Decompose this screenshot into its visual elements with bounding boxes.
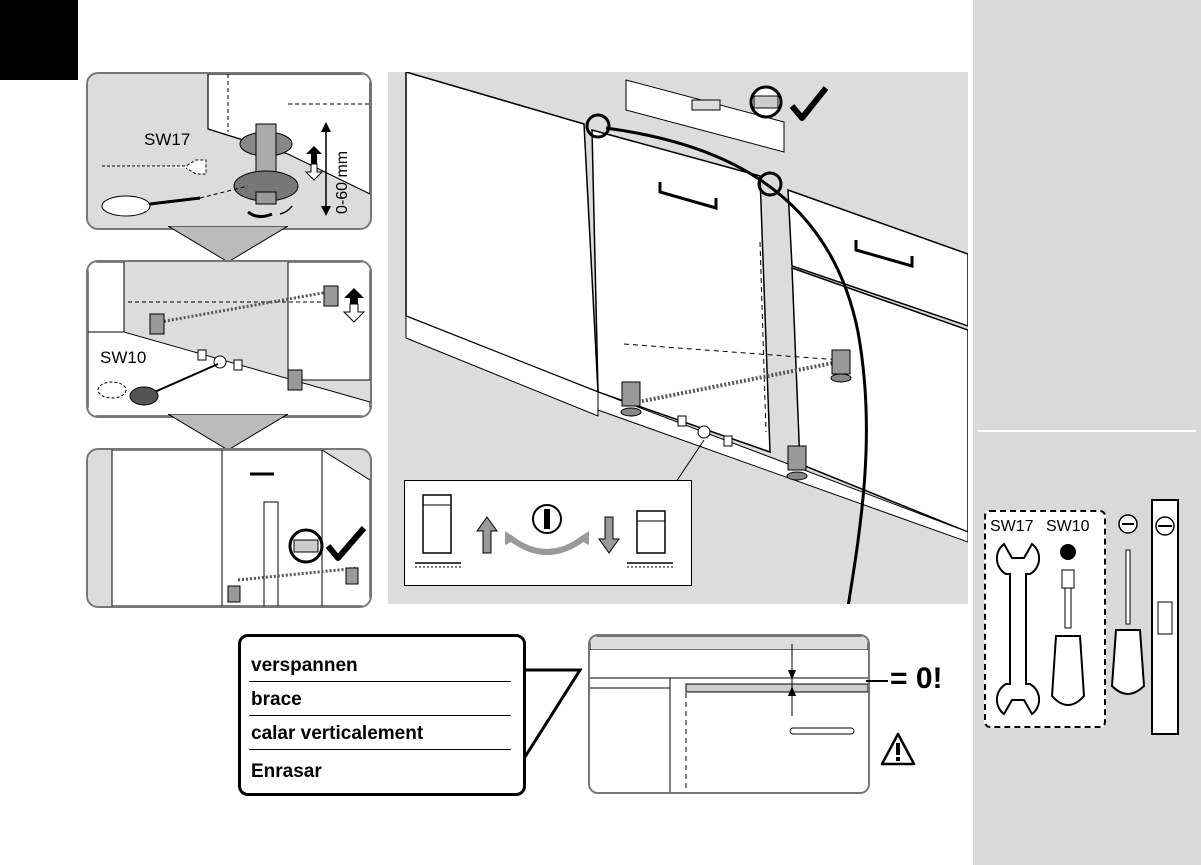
corner-tab (0, 0, 78, 80)
term-english: brace (251, 689, 302, 711)
check-icon (324, 524, 368, 564)
arrow-down-icon (599, 517, 619, 553)
arrow-up-icon (477, 517, 497, 553)
step3-level-check-panel (86, 448, 372, 608)
height-range-label: 0-60 mm (334, 151, 352, 214)
tool-sw17-label: SW17 (990, 518, 1034, 536)
warning-icon (880, 732, 916, 766)
adjust-direction-drawing (405, 481, 691, 585)
term-divider (249, 681, 511, 682)
step-arrow-1 (168, 226, 288, 262)
wrench-size-label-sw10: SW10 (100, 348, 146, 368)
foot-adjust-drawing (88, 74, 370, 228)
main-installation-illustration (388, 72, 968, 604)
term-divider (249, 715, 511, 716)
step2-rear-foot-panel: SW10 (86, 260, 372, 418)
callout-pointer (518, 664, 590, 774)
term-german: verspannen (251, 655, 358, 677)
gap-leader-line (866, 676, 888, 686)
adjust-direction-legend (404, 480, 692, 586)
term-divider (249, 749, 511, 750)
flat-screwdriver-icon (1110, 510, 1146, 700)
rear-foot-drawing (88, 262, 370, 416)
socket-screwdriver-icon (1048, 542, 1092, 724)
open-wrench-icon (996, 540, 1040, 722)
wrench-size-label: SW17 (144, 130, 190, 150)
translation-callout: verspannen brace calar verticalement Enr… (238, 634, 526, 796)
check-icon-main (788, 84, 828, 124)
tool-sw10-label: SW10 (1046, 518, 1090, 536)
sidebar-divider (978, 430, 1196, 432)
gap-detail-drawing (590, 636, 868, 792)
rotate-icon (505, 505, 589, 552)
term-spanish: Enrasar (251, 761, 322, 783)
term-french: calar verticalement (251, 723, 423, 745)
step1-foot-adjust-panel: SW17 0-60 mm (86, 72, 372, 230)
gap-detail-panel (588, 634, 870, 794)
step-arrow-2 (168, 414, 288, 450)
spirit-level-icon (1150, 498, 1180, 736)
required-tools-box: SW17 SW10 (984, 510, 1106, 728)
zero-gap-label: = 0! (890, 662, 943, 696)
